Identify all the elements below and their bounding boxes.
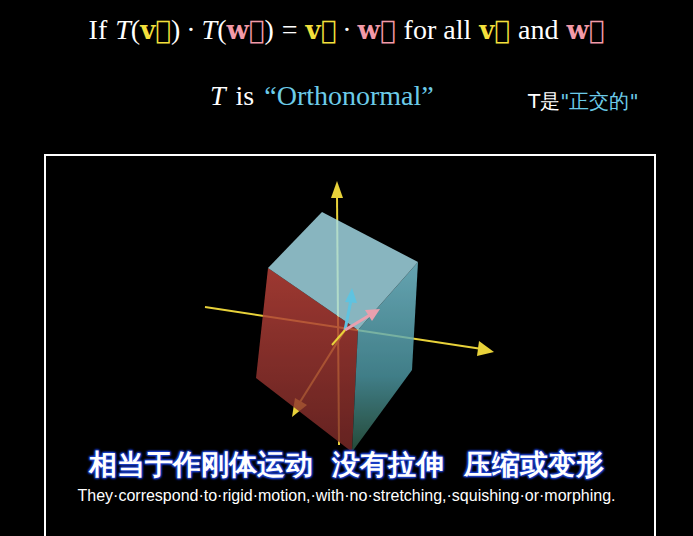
formula-symbol: ( [131, 14, 140, 46]
formula-symbol: ) [264, 14, 273, 46]
vector-symbol: w⃗ [358, 15, 396, 45]
formula-row: IfT(v⃗)·T(w⃗)=v⃗·w⃗for allv⃗andw⃗ [0, 14, 693, 46]
chinese-definition-row: T是"正交的" [528, 88, 639, 115]
formula-word: for all [404, 14, 472, 46]
formula-word: and [518, 14, 558, 46]
formula-symbol: · [186, 14, 195, 46]
chinese-subtitle-row: 相当于作刚体运动 没有拉伸 压缩或变形 [0, 446, 693, 484]
english-subtitle: They·correspond·to·rigid·motion,·with·no… [76, 487, 618, 505]
cube-top-face [268, 212, 418, 330]
definition-term: “Orthonormal” [264, 80, 434, 112]
vector-symbol: v⃗ [140, 15, 171, 45]
formula-symbol: = [282, 14, 298, 46]
definition-symbol: T [210, 80, 226, 112]
chinese-definition: T是 [528, 88, 560, 115]
basis-arrows [332, 288, 380, 345]
frame-box [45, 155, 655, 536]
definition-word: is [236, 80, 255, 112]
formula-word: If [89, 14, 108, 46]
vector-symbol: w⃗ [226, 15, 264, 45]
vector-symbol: v⃗ [479, 15, 510, 45]
chinese-subtitle: 相当于作刚体运动 没有拉伸 压缩或变形 [89, 446, 604, 484]
cube [256, 212, 418, 452]
vector-symbol: v⃗ [306, 15, 337, 45]
english-subtitle-row: They·correspond·to·rigid·motion,·with·no… [0, 487, 693, 505]
formula-symbol: T [202, 14, 218, 46]
definition-row: Tis “Orthonormal” [210, 80, 434, 112]
vector-symbol: w⃗ [566, 15, 604, 45]
formula-symbol: ( [217, 14, 226, 46]
formula-symbol: ) [171, 14, 180, 46]
chinese-term: "正交的" [560, 88, 638, 115]
formula-symbol: T [115, 14, 131, 46]
formula-symbol: · [342, 14, 351, 46]
